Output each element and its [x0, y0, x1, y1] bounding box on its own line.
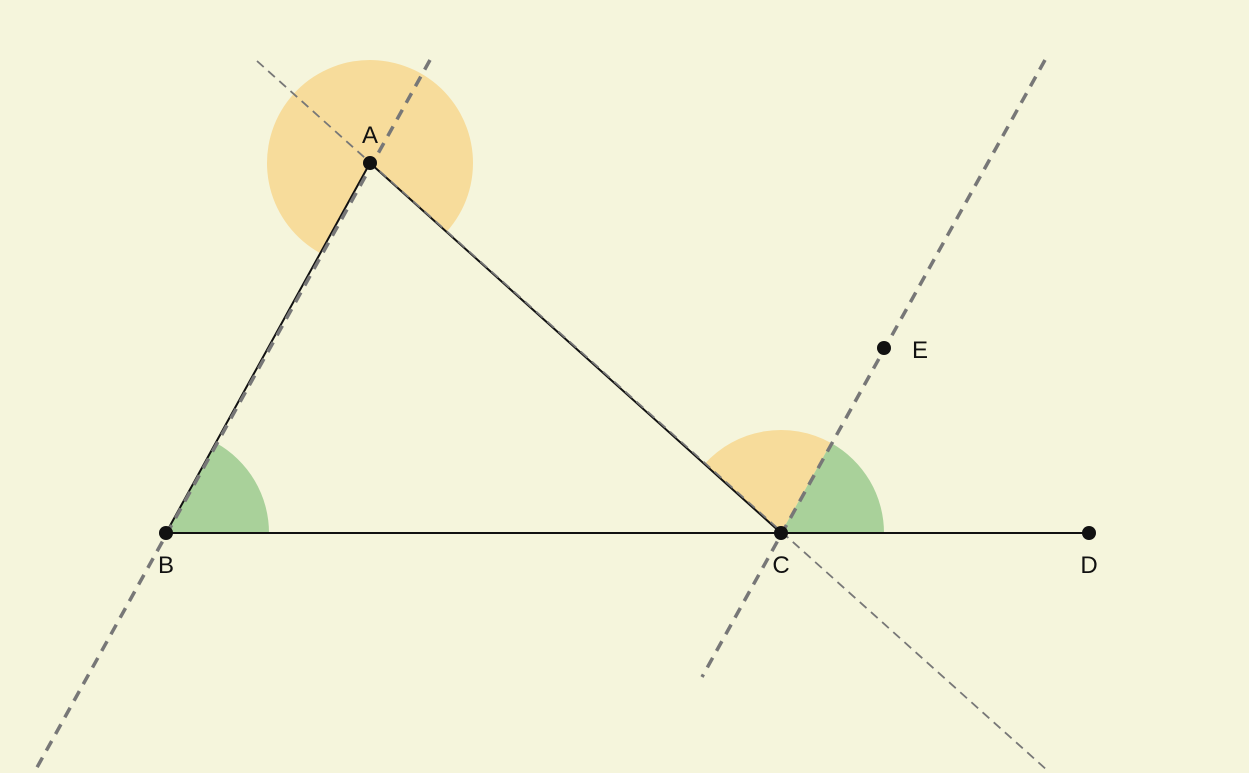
angle-sector-c-dce — [781, 443, 884, 533]
point-d[interactable] — [1082, 526, 1096, 540]
point-c[interactable] — [774, 526, 788, 540]
dashed-line-ac — [256, 60, 1049, 772]
point-e[interactable] — [877, 341, 891, 355]
angle-sector-c-ace — [704, 430, 832, 533]
point-b[interactable] — [159, 526, 173, 540]
label-b: B — [158, 552, 174, 579]
point-a[interactable] — [363, 156, 377, 170]
dashed-line-ab — [33, 59, 432, 772]
label-e: E — [912, 337, 928, 364]
label-d: D — [1080, 552, 1097, 579]
label-a: A — [362, 122, 378, 149]
label-c: C — [772, 552, 789, 579]
angle-sector-b — [166, 442, 269, 533]
dashed-line-ce — [700, 59, 1047, 678]
